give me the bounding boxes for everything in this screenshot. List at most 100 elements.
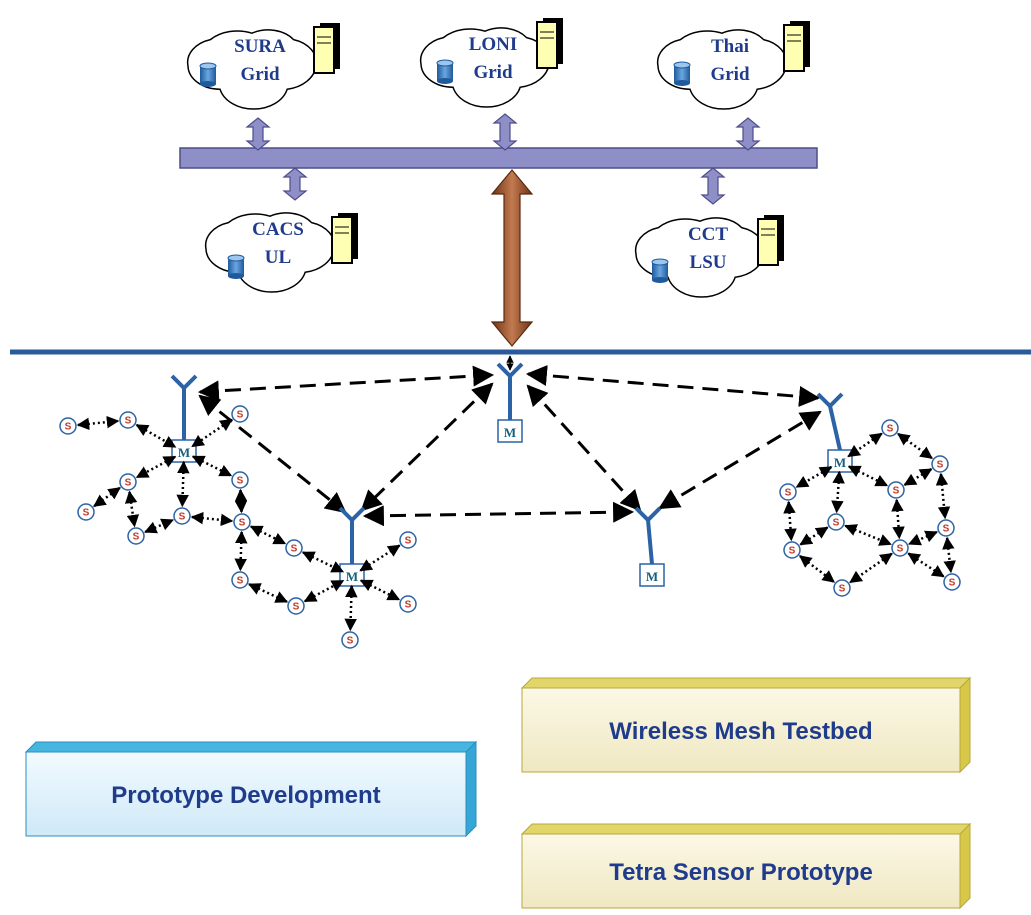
database-icon	[652, 262, 668, 280]
sensor-circle	[231, 571, 249, 589]
sensor-link-arrow	[908, 530, 938, 546]
mesh-node-box	[639, 563, 665, 587]
sensor-label: S	[237, 410, 244, 421]
wireless-mesh-box-top	[520, 677, 972, 689]
sensor-link-arrow	[303, 579, 345, 603]
mesh-node-box	[497, 419, 523, 443]
sensor-circle	[231, 471, 249, 489]
prototype-box-top	[24, 741, 478, 753]
mesh-router: M	[496, 362, 524, 443]
sensor-node: S	[119, 411, 137, 429]
sensor-node: S	[943, 573, 961, 591]
sensor-label: S	[347, 636, 354, 647]
sensor-link-arrow	[190, 511, 234, 527]
mesh-router: M	[170, 374, 198, 463]
mesh-link-arrow	[658, 410, 822, 510]
sensor-link-arrow	[942, 536, 956, 574]
antenna-icon	[634, 506, 662, 523]
sensor-circle	[285, 539, 303, 557]
sensor-node: S	[887, 481, 905, 499]
antenna-icon	[338, 506, 366, 523]
sensor-label: S	[405, 536, 412, 547]
sensor-node: S	[833, 579, 851, 597]
sensor-label: S	[239, 518, 246, 529]
sensor-label: S	[125, 416, 132, 427]
sensor-node: S	[827, 513, 845, 531]
sensor-label: S	[65, 422, 72, 433]
sensor-circle	[779, 483, 797, 501]
sensor-link-arrow	[849, 552, 893, 584]
grid-name-line1: SURA	[234, 36, 286, 57]
sensor-label: S	[833, 518, 840, 529]
sensor-circle	[937, 519, 955, 537]
sensor-link-arrow	[191, 418, 233, 448]
database-top	[199, 62, 217, 70]
wireless-mesh-box-side	[959, 676, 971, 774]
sensor-link-arrow	[344, 584, 358, 632]
sensor-link-arrow	[144, 518, 174, 534]
sensor-label: S	[133, 532, 140, 543]
sensor-circle	[827, 513, 845, 531]
sensor-node: S	[231, 571, 249, 589]
grid-name-line1: LONI	[469, 34, 518, 55]
sensor-node: S	[233, 513, 251, 531]
database-top	[436, 59, 454, 67]
sensor-circle	[127, 527, 145, 545]
sensor-label: S	[785, 488, 792, 499]
sensor-link-arrow	[783, 500, 797, 542]
wireless-mesh-box-face	[521, 687, 961, 773]
grid-name-line2: UL	[265, 247, 291, 268]
sensor-link-arrow	[135, 423, 177, 449]
sensor-link-arrow	[191, 455, 233, 477]
grid-name-line1: CACS	[252, 219, 304, 240]
bus-connector-arrow	[245, 117, 271, 151]
server-icon	[331, 216, 353, 264]
sensor-circle	[233, 513, 251, 531]
sensor-label: S	[943, 524, 950, 535]
database-bottom	[674, 80, 690, 86]
database-bottom	[437, 78, 453, 84]
sensor-link-arrow	[93, 486, 121, 508]
sensor-link-arrow	[844, 524, 892, 546]
sensor-node: S	[287, 597, 305, 615]
sensor-node: S	[399, 531, 417, 549]
sensor-label: S	[839, 584, 846, 595]
database-bottom	[228, 273, 244, 279]
sensor-node: S	[341, 631, 359, 649]
sensor-label: S	[291, 544, 298, 555]
sensor-circle	[931, 455, 949, 473]
sensor-link-arrow	[249, 525, 287, 545]
sensor-link-arrow	[891, 498, 905, 540]
database-icon	[200, 66, 216, 84]
tetra-sensor-box-side	[959, 822, 971, 910]
database-top	[651, 258, 669, 266]
sensor-circle	[943, 573, 961, 591]
sensor-circle	[783, 541, 801, 559]
sensor-link-arrow	[935, 472, 951, 520]
grid-name-line2: LSU	[690, 252, 727, 273]
sensor-node: S	[937, 519, 955, 537]
sensor-node: S	[127, 527, 145, 545]
sensor-label: S	[897, 544, 904, 555]
grid-name-line1: Thai	[711, 36, 749, 57]
sensor-node: S	[931, 455, 949, 473]
bus-connector-arrow	[735, 117, 761, 151]
sensor-link-arrow	[359, 544, 401, 572]
sensor-circle	[173, 507, 191, 525]
prototype-box-side	[465, 740, 477, 838]
sensor-node: S	[881, 419, 899, 437]
prototype-box-face	[25, 751, 467, 837]
sensor-label: S	[125, 478, 132, 489]
antenna-icon	[816, 392, 844, 409]
sensor-node: S	[119, 473, 137, 491]
mesh-link-arrow	[360, 382, 494, 512]
sensor-node: S	[77, 503, 95, 521]
sensor-link-arrow	[798, 555, 836, 583]
bus-connector-arrow	[492, 113, 518, 151]
bus-connector-arrow	[282, 167, 308, 201]
sensor-link-arrow	[795, 465, 833, 489]
